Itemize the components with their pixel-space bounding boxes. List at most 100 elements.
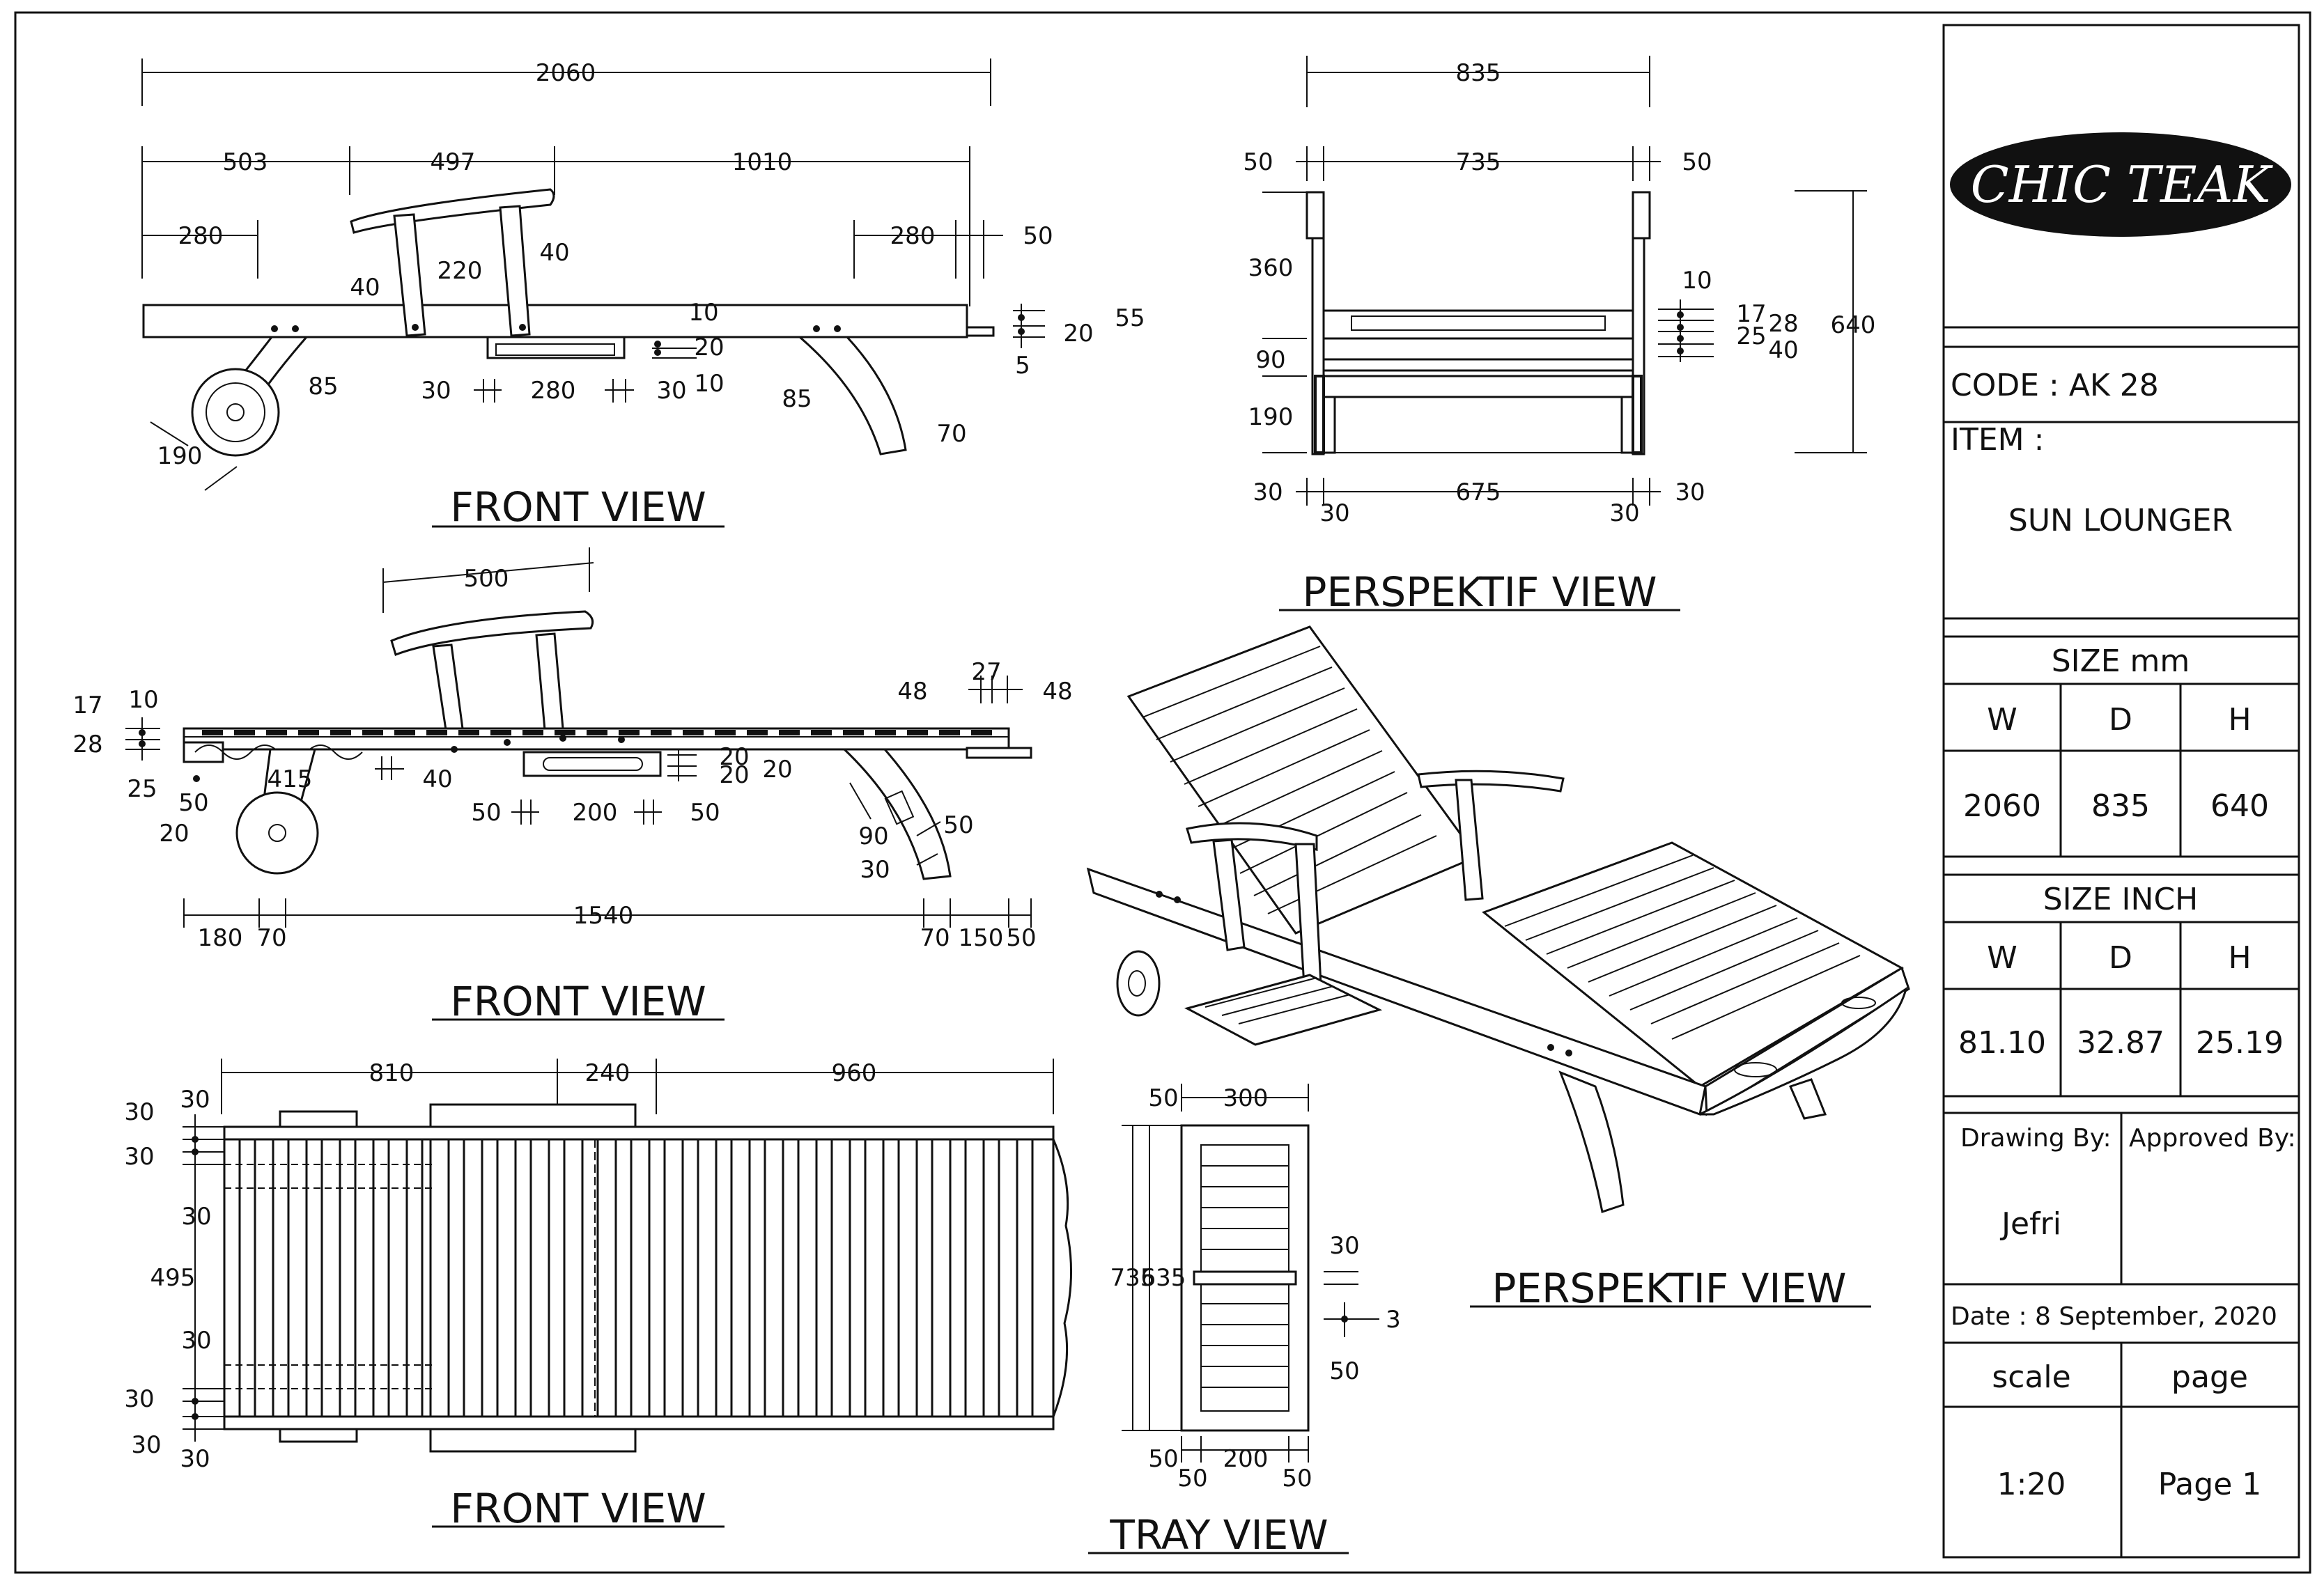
dim-735: 735 [1110,1264,1156,1292]
dim-25: 25 [1736,322,1766,350]
dim-90: 90 [1255,346,1285,374]
dim-28: 28 [1768,310,1798,338]
dim-55: 55 [1115,304,1145,332]
dim-50-a: 50 [471,799,501,827]
dim-50-end: 50 [1006,924,1036,952]
mm-w-header: W [1987,702,2017,738]
dim-1010: 1010 [732,148,793,176]
inch-d-value: 32.87 [2077,1025,2164,1061]
dim-50-right: 50 [1329,1357,1359,1385]
tray-slats [1201,1165,1289,1388]
item-label: ITEM : [1951,422,2044,458]
dim-280-tray: 280 [531,377,576,405]
dim-48-left: 48 [897,678,927,705]
dim-180: 180 [198,924,243,952]
dim-50-rear: 50 [943,811,973,839]
dim-1540: 1540 [573,902,634,930]
dim-50-right: 50 [1682,148,1712,176]
dim-50-bottom-b: 50 [1177,1465,1207,1492]
dim-280-left: 280 [178,222,224,250]
perspektif-view-title-2: PERSPEKTIF VIEW [1492,1265,1846,1312]
dim-190: 190 [1248,403,1294,431]
dim-280-right: 280 [890,222,936,250]
inch-h-value: 25.19 [2196,1025,2284,1061]
dim-30-f: 30 [124,1385,154,1413]
mm-h-value: 640 [2210,788,2269,824]
dim-503: 503 [223,148,268,176]
dim-85-right: 85 [782,385,812,413]
dim-810: 810 [369,1059,415,1087]
dim-300: 300 [1223,1084,1269,1112]
dim-30-g: 30 [131,1431,161,1459]
mm-d-header: D [2109,702,2132,738]
dim-70: 70 [936,420,966,448]
dim-30-d: 30 [181,1203,211,1231]
size-inch-label: SIZE INCH [2043,882,2199,917]
front-view-title-2: FRONT VIEW [450,978,706,1025]
dim-10-bottom: 10 [694,370,724,398]
dim-495: 495 [150,1264,196,1292]
dim-50-right: 50 [1023,222,1053,250]
dim-50-left: 50 [178,789,208,817]
size-mm-label: SIZE mm [2052,644,2190,679]
dim-28: 28 [72,731,102,758]
front-view-title-3: FRONT VIEW [450,1485,706,1532]
dim-835: 835 [1456,59,1501,87]
dim-30-left: 30 [421,377,451,405]
dim-48-right: 48 [1042,678,1072,705]
front-view-title-1: FRONT VIEW [450,483,706,531]
scale-label: scale [1992,1359,2070,1395]
dim-10: 10 [1682,267,1712,295]
drawing-by-value: Jefri [1999,1206,2061,1242]
dim-30-c: 30 [1609,499,1639,527]
mm-h-header: H [2228,702,2251,738]
dim-17: 17 [72,692,102,719]
dim-70-left: 70 [256,924,286,952]
dim-960: 960 [832,1059,877,1087]
inch-w-header: W [1987,940,2017,976]
dim-2060: 2060 [536,59,596,87]
dim-220: 220 [437,257,483,285]
dim-240: 240 [585,1059,630,1087]
logo-text: CHIC TEAK [1971,155,2274,214]
mm-w-value: 2060 [1963,788,2041,824]
dim-50-b: 50 [690,799,720,827]
dim-50-bottom-c: 50 [1282,1465,1312,1492]
dim-27: 27 [971,658,1001,686]
item-name: SUN LOUNGER [2008,503,2233,538]
dim-30-e: 30 [181,1327,211,1355]
dim-360: 360 [1248,254,1294,282]
dim-40: 40 [1768,336,1798,364]
tray-view-title: TRAY VIEW [1109,1511,1328,1559]
perspektif-view-title-1: PERSPEKTIF VIEW [1302,568,1657,616]
dim-10: 10 [128,686,158,714]
dim-20-left: 20 [159,820,189,848]
dim-40-left: 40 [350,274,380,302]
dim-675: 675 [1456,478,1501,506]
dim-30-a: 30 [124,1098,154,1126]
chic-teak-logo [1950,132,2291,237]
scale-value: 1:20 [1997,1467,2066,1502]
sheet-border [14,11,2311,1574]
dim-10-top: 10 [688,299,718,327]
dim-50-left: 50 [1243,148,1273,176]
plan-slats [238,1139,1034,1417]
date-text: Date : 8 September, 2020 [1951,1302,2277,1331]
dim-190: 190 [157,442,203,470]
dim-90: 90 [858,822,888,850]
dim-30-right: 30 [656,377,686,405]
dim-30-a: 30 [1253,478,1283,506]
front-view-2-drawing [125,547,1032,928]
dim-17: 17 [1736,300,1766,328]
dim-200: 200 [573,799,618,827]
inch-w-value: 81.10 [1958,1025,2046,1061]
dim-3: 3 [1386,1306,1401,1334]
dim-640: 640 [1831,311,1876,339]
dim-20-right: 20 [1063,320,1093,348]
dim-20-b: 20 [719,761,749,789]
title-block: CHIC TEAK CODE : AK 28 ITEM : SUN LOUNGE… [1942,24,2300,1559]
dim-30: 30 [860,856,890,884]
dim-200: 200 [1223,1445,1269,1473]
inch-d-header: D [2109,940,2132,976]
